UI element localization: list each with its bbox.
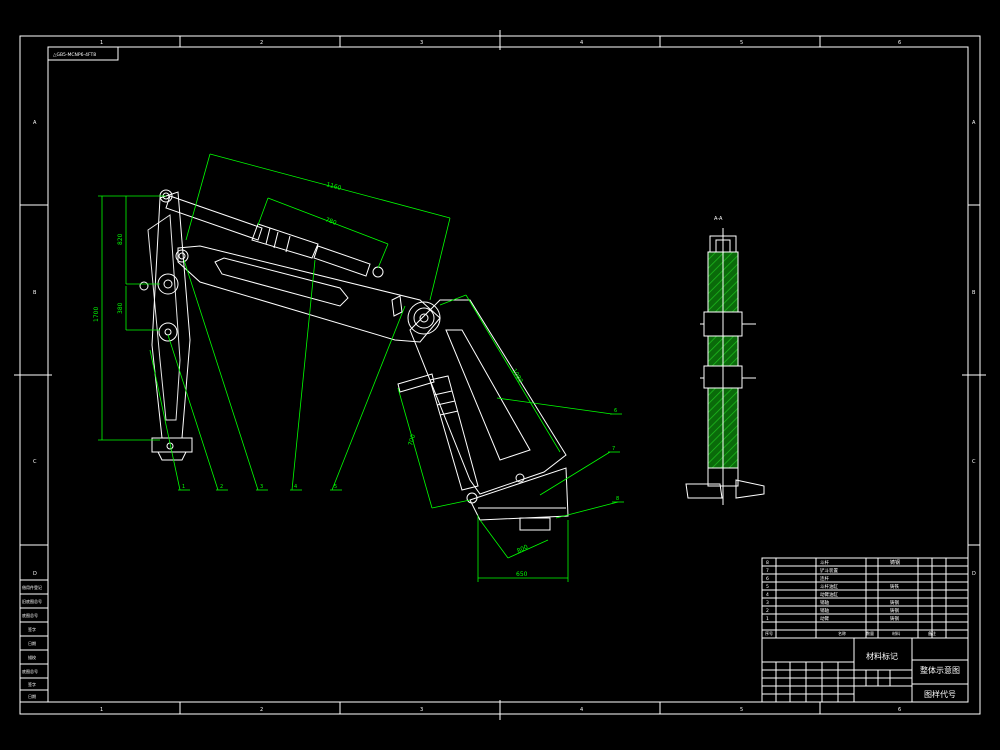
zone-number-top: 2 (260, 40, 263, 46)
parts-name: 动臂油缸 (820, 591, 838, 598)
left-strip-cell: 底图总号 (22, 612, 38, 618)
drawing-code-label: 图样代号 (924, 689, 956, 699)
dimension-700: 700 (407, 433, 417, 446)
zone-number-top: 1 (100, 40, 103, 46)
header-material: 材料 (892, 630, 900, 636)
parts-no: 6 (766, 576, 769, 582)
balloon-3: 3 (260, 484, 263, 490)
dimension-650: 650 (516, 571, 528, 578)
parts-name: 销轴 (820, 599, 829, 606)
zone-number-top: 5 (740, 40, 743, 46)
section-label: A-A (714, 216, 723, 222)
dimension-1080: 1080 (510, 368, 524, 385)
left-strip-cell: 借用件登记 (22, 584, 42, 590)
parts-no: 1 (766, 616, 769, 622)
balloon-7: 7 (612, 446, 615, 452)
left-strip-cell: 旧底图总号 (22, 598, 42, 604)
drawing-frame (14, 30, 986, 720)
dimension-380: 380 (117, 302, 124, 314)
corner-code-box (47, 46, 119, 61)
title-block-grid (761, 557, 969, 703)
left-strip-cell: 签字 (28, 681, 36, 687)
left-strip-cell: 日期 (28, 693, 36, 699)
header-no: 序号 (765, 630, 773, 636)
zone-number-top: 6 (898, 40, 901, 46)
zone-letter-left: B (33, 290, 37, 296)
parts-name: 斗杆 (820, 559, 829, 566)
bucket (469, 467, 569, 531)
dimension-780: 780 (324, 216, 337, 227)
header-qty: 数量 (866, 630, 874, 636)
balloon-4: 4 (294, 484, 297, 490)
boom-arm (139, 189, 193, 461)
balloon-8: 8 (616, 496, 619, 502)
dimension-800: 800 (516, 544, 530, 555)
parts-name: 铲斗装置 (820, 567, 838, 574)
balloon-5: 5 (334, 484, 337, 490)
parts-name: 斗杆油缸 (820, 583, 838, 590)
zone-letter-left: D (33, 571, 37, 577)
parts-material: 铸铁 (890, 583, 899, 590)
header-name: 名称 (838, 630, 846, 636)
dimension-lines (98, 153, 624, 582)
left-strip-cell: 底图总号 (22, 668, 38, 674)
left-strip-cell: 签字 (28, 626, 36, 632)
zone-letter-right: D (972, 571, 976, 577)
parts-material: 铸钢 (890, 607, 899, 614)
zone-number-top: 3 (420, 40, 423, 46)
zone-letter-left: A (33, 120, 37, 126)
zone-letter-left: C (33, 459, 37, 465)
zone-letter-right: B (972, 290, 976, 296)
balloon-2: 2 (220, 484, 223, 490)
parts-material: 铸钢 (890, 599, 899, 606)
material-mark: 材料标记 (866, 651, 898, 661)
drawing-title: 整体示意图 (920, 665, 960, 675)
parts-no: 7 (766, 568, 769, 574)
parts-name: 销轴 (820, 607, 829, 614)
parts-material: 铸钢 (890, 559, 900, 566)
zone-number-bottom: 2 (260, 707, 263, 713)
parts-material: 铸钢 (890, 615, 899, 622)
main-boom (175, 245, 441, 343)
left-strip-cell: 描校 (28, 654, 36, 660)
zone-number-bottom: 5 (740, 707, 743, 713)
dimension-820: 820 (117, 233, 124, 245)
parts-no: 8 (766, 560, 769, 566)
zone-number-bottom: 4 (580, 707, 583, 713)
parts-no: 2 (766, 608, 769, 614)
zone-letter-right: A (972, 120, 976, 126)
corner-code: △GB5-MCNP6-4FT8 (53, 52, 96, 58)
header-remark: 备注 (928, 630, 936, 636)
parts-no: 5 (766, 584, 769, 590)
boom-cylinder (165, 195, 384, 278)
zone-number-bottom: 6 (898, 707, 901, 713)
zone-number-top: 4 (580, 40, 583, 46)
dimension-1700: 1700 (93, 307, 100, 322)
dimension-1160: 1160 (325, 181, 342, 192)
parts-name: 连杆 (820, 575, 829, 582)
section-view (685, 228, 765, 505)
parts-no: 3 (766, 600, 769, 606)
left-strip-table (19, 579, 49, 703)
zone-letter-right: C (972, 459, 976, 465)
parts-no: 4 (766, 592, 769, 598)
left-strip-cell: 日期 (28, 640, 36, 646)
lower-arm (397, 299, 567, 504)
zone-number-bottom: 3 (420, 707, 423, 713)
parts-name: 动臂 (820, 615, 829, 622)
balloon-6: 6 (614, 408, 617, 414)
zone-number-bottom: 1 (100, 707, 103, 713)
balloon-1: 1 (182, 484, 185, 490)
